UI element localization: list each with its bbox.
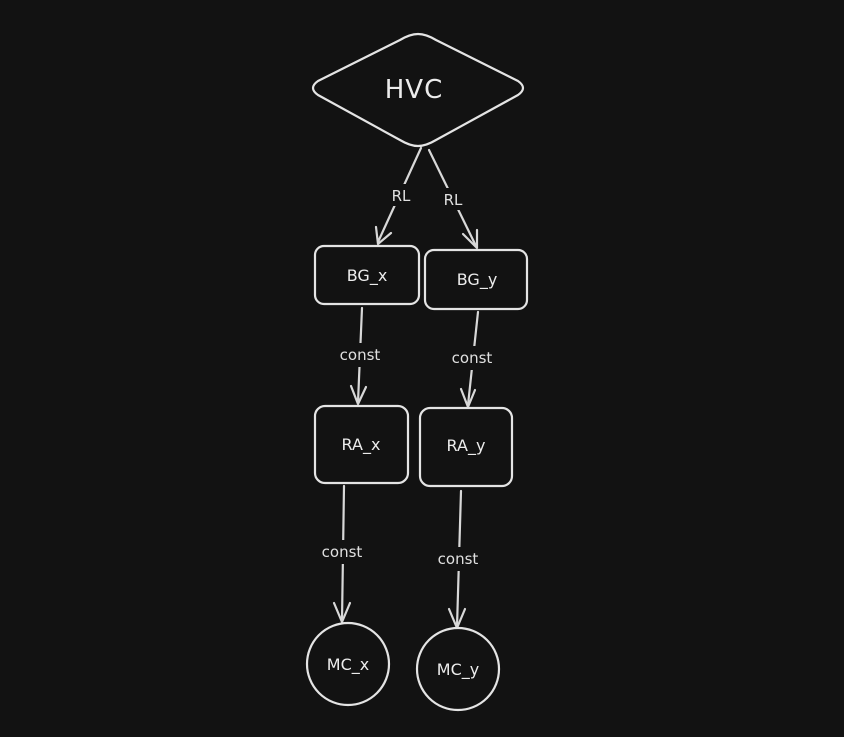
- edge-label-text: RL: [392, 187, 411, 205]
- node-label-bg-x: BG_x: [347, 266, 388, 286]
- node-ra-y[interactable]: RA_y: [418, 406, 514, 488]
- edge-label-const-bg-y: const: [446, 346, 500, 370]
- edge-label-const-bg-x: const: [334, 343, 388, 367]
- edge-label-rl-left: RL: [384, 184, 418, 206]
- node-label-mc-x: MC_x: [327, 655, 369, 675]
- node-label-ra-x: RA_x: [342, 435, 381, 455]
- node-mc-y[interactable]: MC_y: [415, 626, 501, 712]
- node-label-bg-y: BG_y: [457, 270, 498, 290]
- node-mc-x[interactable]: MC_x: [305, 621, 391, 707]
- node-bg-x[interactable]: BG_x: [313, 244, 421, 306]
- edge-label-text: RL: [444, 191, 463, 209]
- node-label-ra-y: RA_y: [447, 436, 486, 456]
- edge-label-text: const: [438, 550, 479, 568]
- edge-label-rl-right: RL: [437, 188, 471, 210]
- edge-label-text: const: [322, 543, 363, 561]
- edge-label-const-ra-x: const: [316, 540, 370, 564]
- edge-label-const-ra-y: const: [432, 547, 486, 571]
- node-label-hvc: HVC: [385, 75, 444, 105]
- node-ra-x[interactable]: RA_x: [313, 404, 410, 485]
- node-hvc[interactable]: HVC: [311, 32, 525, 148]
- edge-label-text: const: [340, 346, 381, 364]
- node-bg-y[interactable]: BG_y: [423, 248, 529, 311]
- node-label-mc-y: MC_y: [437, 660, 479, 680]
- edge-label-text: const: [452, 349, 493, 367]
